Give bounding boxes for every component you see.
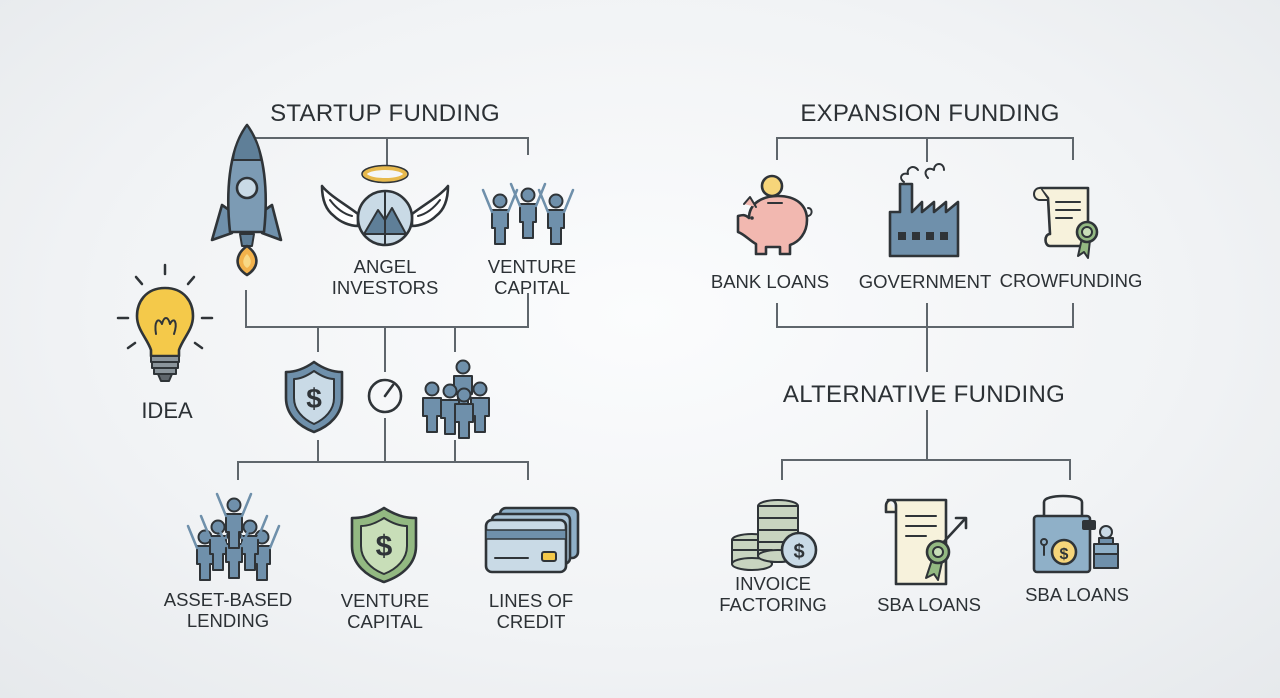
alternative-connectors	[781, 410, 1071, 480]
document-award-icon	[884, 498, 968, 586]
bank-loans-label: BANK LOANS	[711, 271, 829, 292]
factory-icon	[888, 163, 960, 258]
lines-of-credit-label-2: CREDIT	[497, 611, 566, 632]
venture-capital-bottom-label-1: VENTURE	[341, 590, 429, 611]
crowdfunding-label: CROWFUNDING	[1000, 270, 1143, 291]
sba-loans-label-2: SBA LOANS	[1025, 584, 1129, 605]
asset-based-label-2: LENDING	[187, 610, 269, 631]
invoice-factoring-label-1: INVOICE	[735, 573, 811, 594]
startup-connectors	[237, 137, 529, 480]
shield-dollar-icon: $	[284, 360, 344, 434]
invoice-factoring-label-2: FACTORING	[719, 594, 827, 615]
rocket-icon	[210, 123, 283, 277]
gauge-icon	[367, 378, 403, 414]
piggy-bank-icon	[736, 174, 813, 256]
svg-text:$: $	[1060, 546, 1069, 563]
asset-based-lending-people-icon	[186, 492, 281, 582]
idea-label: IDEA	[141, 398, 193, 423]
angel-investors-label-2: INVESTORS	[332, 277, 439, 298]
svg-text:$: $	[793, 541, 804, 563]
angel-investors-label-1: ANGEL	[354, 256, 417, 277]
startup-funding-title: STARTUP FUNDING	[270, 100, 500, 127]
asset-based-label-1: ASSET-BASED	[164, 589, 293, 610]
venture-capital-bottom-label-2: CAPITAL	[347, 611, 423, 632]
government-label: GOVERNMENT	[859, 271, 992, 292]
lightbulb-icon	[116, 263, 214, 382]
svg-text:$: $	[376, 530, 393, 563]
credit-cards-icon	[484, 506, 580, 574]
certificate-scroll-icon	[1033, 186, 1099, 259]
safe-lock-icon: $	[1032, 494, 1119, 574]
angel-investor-icon	[320, 164, 450, 247]
lines-of-credit-label-1: LINES OF	[489, 590, 573, 611]
venture-capital-top-label-1: VENTURE	[488, 256, 576, 277]
venture-capital-people-icon	[481, 182, 575, 246]
sba-loans-label-1: SBA LOANS	[877, 594, 981, 615]
svg-text:$: $	[306, 383, 322, 414]
green-shield-dollar-icon: $	[350, 506, 418, 584]
people-group-icon	[422, 359, 490, 439]
alternative-funding-title: ALTERNATIVE FUNDING	[783, 381, 1065, 408]
coin-stacks-icon: $	[731, 499, 818, 571]
venture-capital-top-label-2: CAPITAL	[494, 277, 570, 298]
expansion-connectors	[776, 137, 1074, 372]
expansion-funding-title: EXPANSION FUNDING	[800, 100, 1059, 127]
